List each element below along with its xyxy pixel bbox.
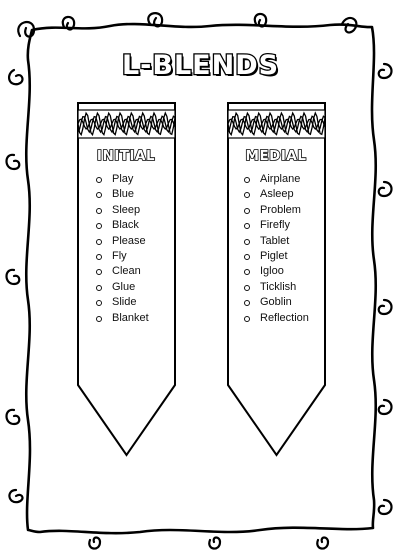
frame-curl xyxy=(377,398,393,416)
frame-curl xyxy=(147,12,164,28)
frame-curl xyxy=(208,536,222,550)
list-item: Please xyxy=(96,234,149,249)
list-item: Play xyxy=(96,172,149,187)
list-item: Asleep xyxy=(244,187,309,202)
frame-curl xyxy=(8,488,24,504)
frame-curl xyxy=(340,16,358,34)
medial-word-list: Airplane Asleep Problem Firefly Tablet P… xyxy=(244,172,309,326)
zigzag-line xyxy=(77,118,176,131)
zigzag-line xyxy=(227,111,326,137)
frame-curl xyxy=(5,153,21,171)
list-item: Igloo xyxy=(244,264,309,279)
frame-curl xyxy=(8,68,24,86)
frame-curl xyxy=(316,536,330,550)
initial-pennant-outline xyxy=(77,102,176,457)
list-item: Tablet xyxy=(244,234,309,249)
frame-curl xyxy=(377,62,393,80)
list-item: Blanket xyxy=(96,311,149,326)
frame-curl xyxy=(377,298,393,316)
frame-curl xyxy=(17,20,36,38)
frame-curl xyxy=(61,15,76,31)
list-item: Sleep xyxy=(96,203,149,218)
page-title: L-BLENDS xyxy=(121,49,280,83)
list-item: Firefly xyxy=(244,218,309,233)
initial-zigzag-band xyxy=(77,109,176,139)
doodle-frame-border xyxy=(25,22,377,535)
medial-zigzag-band xyxy=(227,109,326,139)
list-item: Clean xyxy=(96,264,149,279)
list-item: Goblin xyxy=(244,295,309,310)
frame-curl xyxy=(253,12,268,28)
medial-heading: MEDIAL xyxy=(245,147,307,165)
zigzag-line xyxy=(227,118,326,131)
zigzag-line xyxy=(77,115,176,134)
list-item: Ticklish xyxy=(244,280,309,295)
frame-curl xyxy=(377,498,393,516)
zigzag-line xyxy=(227,115,326,134)
frame-curl xyxy=(5,268,21,286)
list-item: Slide xyxy=(96,295,149,310)
medial-pennant-outline xyxy=(227,102,326,457)
frame-curl xyxy=(88,536,102,550)
zigzag-line xyxy=(77,111,176,137)
frame-curl xyxy=(5,408,21,426)
list-item: Airplane xyxy=(244,172,309,187)
list-item: Reflection xyxy=(244,311,309,326)
list-item: Piglet xyxy=(244,249,309,264)
list-item: Black xyxy=(96,218,149,233)
initial-word-list: Play Blue Sleep Black Please Fly Clean G… xyxy=(96,172,149,326)
list-item: Fly xyxy=(96,249,149,264)
list-item: Blue xyxy=(96,187,149,202)
initial-heading: INITIAL xyxy=(96,147,156,165)
frame-curl xyxy=(377,180,393,198)
list-item: Problem xyxy=(244,203,309,218)
list-item: Glue xyxy=(96,280,149,295)
